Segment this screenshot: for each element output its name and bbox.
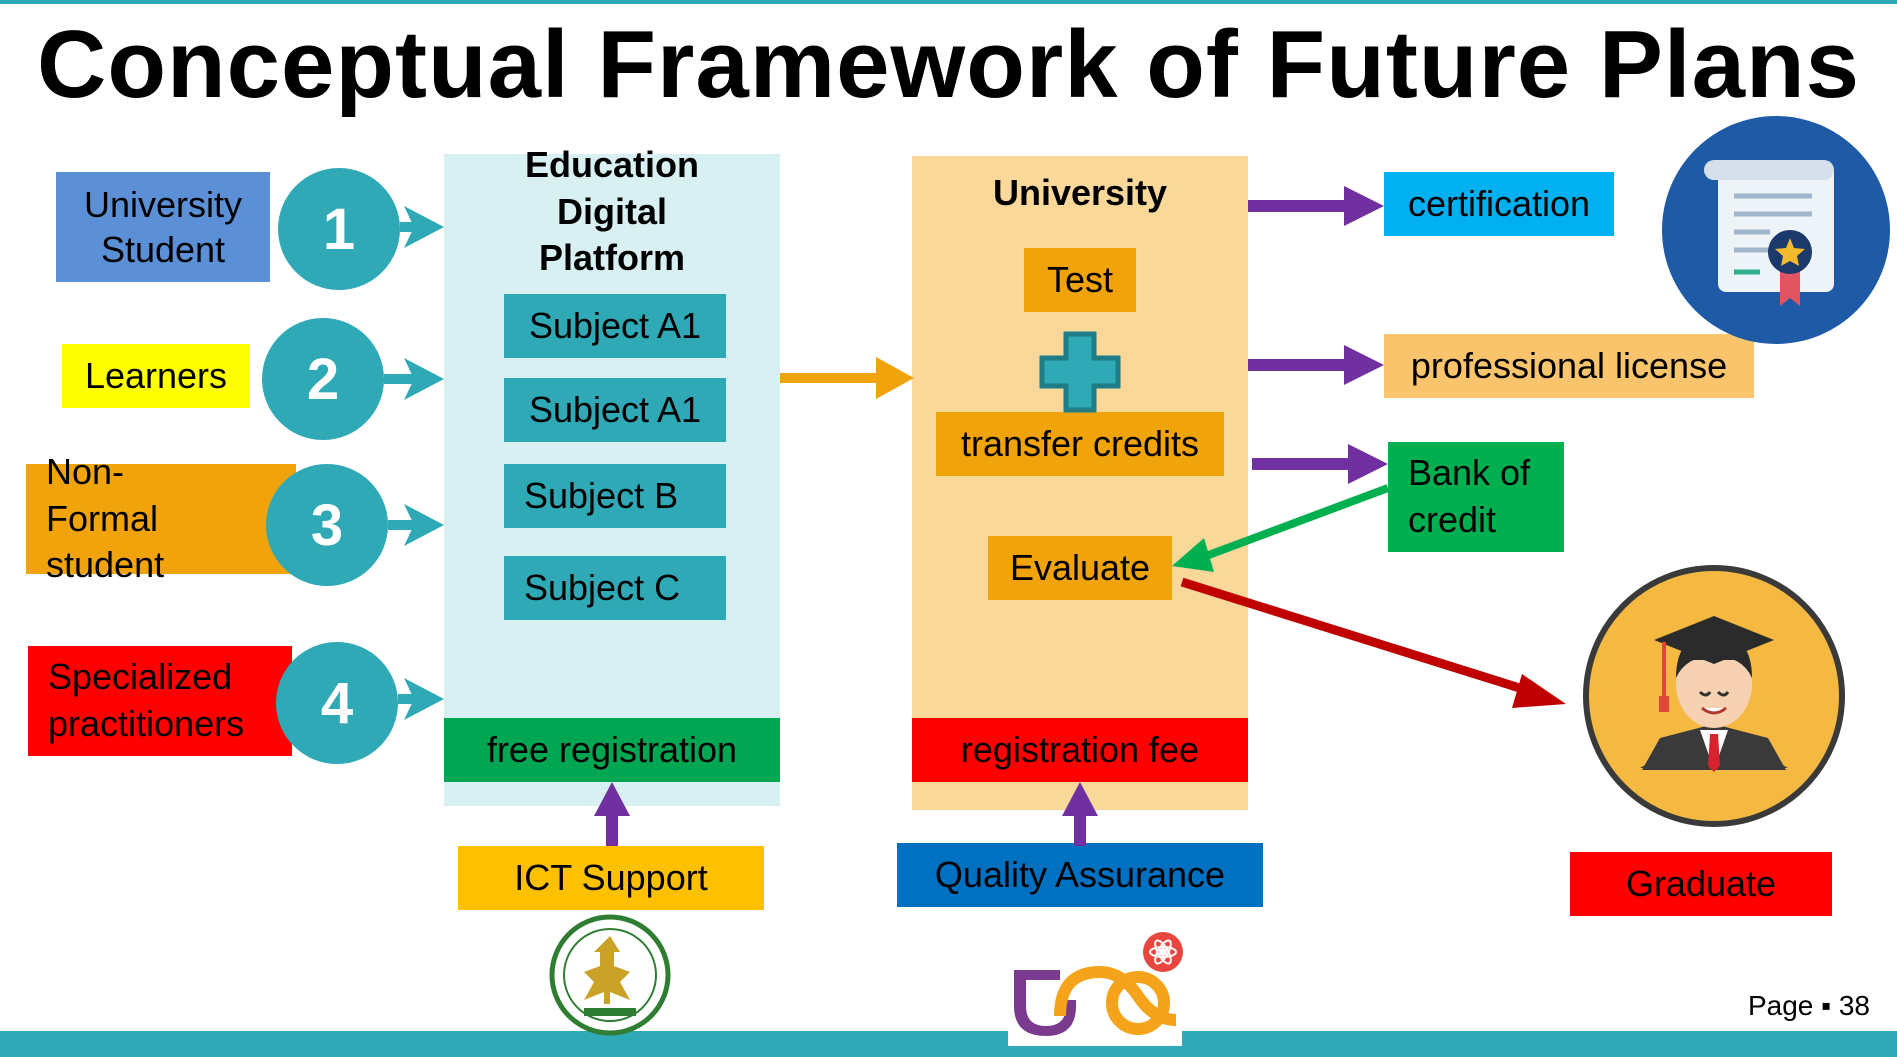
ministry-seal-logo	[549, 914, 671, 1036]
outcome-arrows	[1248, 186, 1388, 484]
bank-of-credit-box: Bank of credit	[1388, 442, 1564, 552]
quality-assurance-box: Quality Assurance	[897, 843, 1263, 907]
registration-fee-bar: registration fee	[912, 718, 1248, 782]
free-registration-bar: free registration	[444, 718, 780, 782]
step-3-circle: 3	[266, 464, 388, 586]
evaluate-box: Evaluate	[988, 536, 1172, 600]
step-2-circle: 2	[262, 318, 384, 440]
professional-license-box: professional license	[1384, 334, 1754, 398]
input-specialized-practitioners: Specialized practitioners	[28, 646, 292, 756]
evaluate-to-graduate-arrow	[1180, 577, 1566, 708]
step-1-circle: 1	[278, 168, 400, 290]
bank-to-evaluate-arrow	[1172, 484, 1390, 572]
graduate-icon	[1583, 565, 1845, 827]
university-title: University	[992, 172, 1168, 213]
certification-box: certification	[1384, 172, 1614, 236]
bottom-bar	[0, 1031, 1897, 1057]
certificate-icon	[1662, 116, 1890, 344]
transfer-credits-box: transfer credits	[936, 412, 1224, 476]
graduate-box: Graduate	[1570, 852, 1832, 916]
support-arrows	[594, 782, 1098, 846]
test-box: Test	[1024, 248, 1136, 312]
subject-a1-second: Subject A1	[504, 378, 726, 442]
page-title: Conceptual Framework of Future Plans	[37, 11, 1860, 118]
platform-to-university-arrow	[780, 357, 914, 399]
subject-a1-first: Subject A1	[504, 294, 726, 358]
step-4-circle: 4	[276, 642, 398, 764]
input-learners: Learners	[62, 344, 250, 408]
input-university-student: University Student	[56, 172, 270, 282]
subject-c: Subject C	[504, 556, 726, 620]
input-arrows	[384, 206, 444, 720]
go-logo	[1008, 932, 1183, 1046]
ict-support-box: ICT Support	[458, 846, 764, 910]
top-bar	[0, 0, 1897, 4]
subject-b: Subject B	[504, 464, 726, 528]
page-number: Page ▪ 38	[1747, 990, 1870, 1021]
plus-icon	[1039, 331, 1121, 413]
